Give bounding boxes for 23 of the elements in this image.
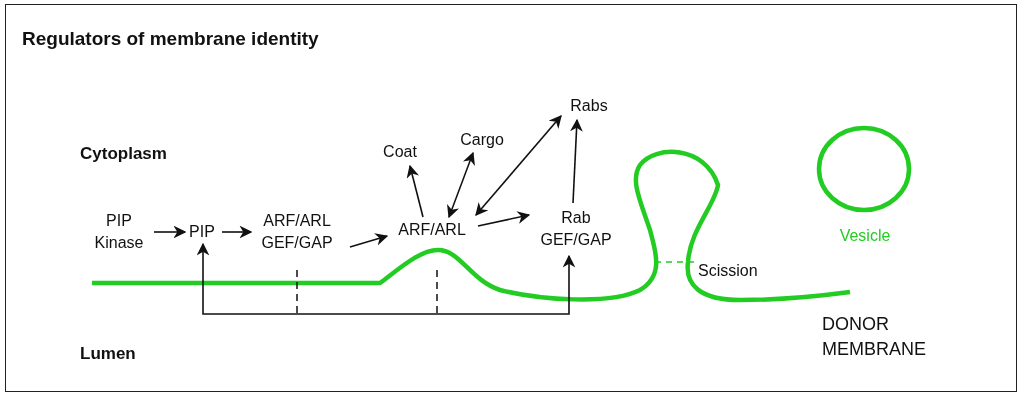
scission-label: Scission (698, 261, 759, 281)
title: Regulators of membrane identity (22, 28, 320, 50)
node-label: Coat (375, 140, 425, 164)
arrow (221, 225, 253, 239)
region-label: Cytoplasm (80, 143, 168, 165)
arrow (477, 211, 531, 227)
arrow (349, 233, 389, 248)
membrane-label: DONOR MEMBRANE (822, 313, 927, 361)
arrow (447, 151, 475, 219)
node-label: Rab GEF/GAP (530, 204, 622, 254)
node-label: Rabs (562, 94, 616, 118)
arrow (475, 115, 562, 216)
node-label: PIP (186, 221, 218, 243)
node-label: ARF/ARL GEF/GAP (252, 207, 342, 257)
vesicle-label: Vesicle (838, 226, 892, 246)
node-label: ARF/ARL (388, 218, 476, 242)
arrow (406, 164, 424, 218)
node-label: Cargo (454, 128, 510, 152)
node-label: PIP Kinase (84, 208, 154, 256)
arrow (570, 118, 583, 204)
arrow (196, 242, 576, 315)
region-label: Lumen (80, 343, 137, 365)
arrow (153, 225, 187, 239)
